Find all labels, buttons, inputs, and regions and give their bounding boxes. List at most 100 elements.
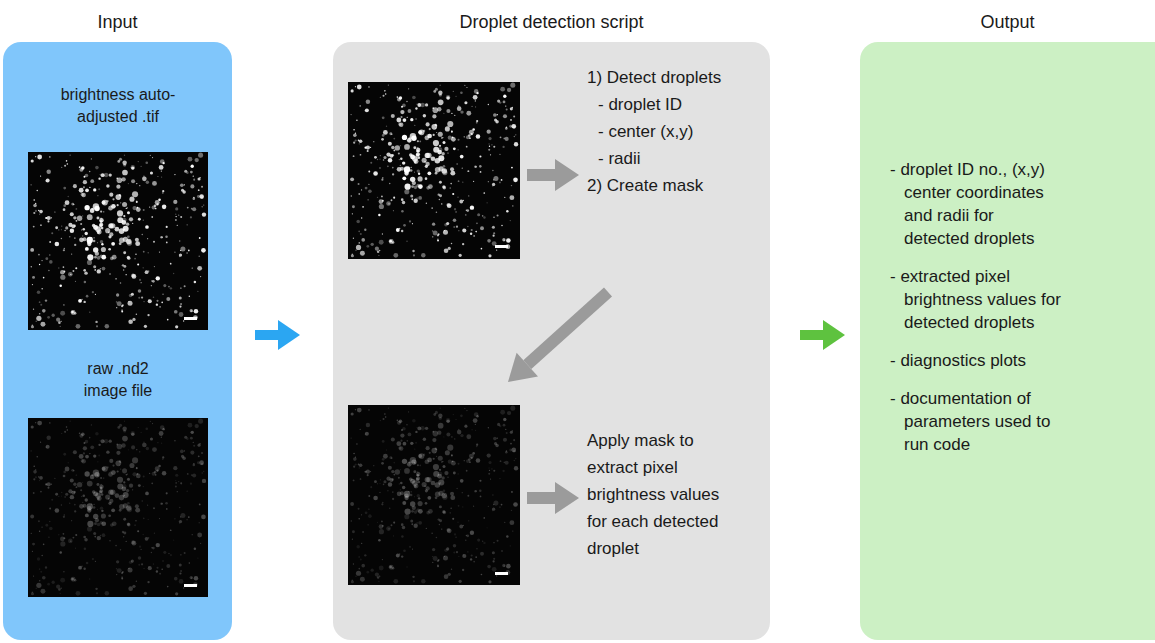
droplet-dot [356, 545, 359, 548]
droplet-dot [381, 503, 383, 505]
droplet-dot [439, 505, 442, 508]
droplet-dot [403, 224, 406, 227]
droplet-dot [131, 445, 135, 449]
droplet-dot [391, 437, 395, 441]
droplet-dot [406, 566, 407, 567]
droplet-dot [132, 457, 138, 463]
droplet-dot [83, 228, 86, 231]
droplet-dot [40, 322, 45, 327]
droplet-dot [393, 210, 394, 211]
droplet-dot [388, 482, 392, 486]
droplet-dot [488, 467, 489, 468]
droplet-dot [126, 274, 127, 275]
droplet-dot [401, 523, 404, 526]
step-text: Apply mask to extract pixel brightness v… [587, 427, 732, 562]
droplet-dot [153, 296, 155, 298]
droplet-dot [71, 520, 72, 521]
droplet-dot [37, 557, 40, 560]
droplet-dot [401, 535, 404, 538]
text-group: Apply mask to extract pixel brightness v… [587, 427, 732, 562]
droplet-dot [488, 506, 489, 507]
droplet-dot [437, 238, 439, 240]
droplet-dot [194, 309, 199, 314]
droplet-dot [410, 177, 415, 182]
droplet-dot [201, 463, 203, 465]
droplet-dot [63, 187, 66, 190]
droplet-dot [162, 471, 167, 476]
droplet-dot [475, 556, 477, 558]
droplet-dot [464, 460, 465, 461]
droplet-dot [33, 470, 37, 474]
droplet-dot [175, 325, 178, 328]
droplet-dot [451, 137, 456, 142]
droplet-dot [438, 100, 444, 106]
droplet-dot [184, 285, 186, 287]
droplet-dot [497, 438, 498, 439]
droplet-dot [143, 486, 144, 487]
droplet-dot [352, 538, 353, 539]
droplet-dot [425, 177, 428, 180]
droplet-dot [361, 514, 362, 515]
droplet-dot [80, 223, 82, 225]
droplet-dot [385, 93, 387, 95]
droplet-dot [459, 254, 462, 257]
droplet-dot [355, 133, 356, 134]
droplet-dot [433, 140, 439, 146]
droplet-dot [492, 170, 493, 171]
droplet-dot [370, 486, 372, 488]
droplet-dot [167, 586, 169, 588]
droplet-dot [502, 146, 504, 148]
droplet-dot [85, 188, 89, 192]
droplet-dot [33, 492, 35, 494]
droplet-dot [90, 475, 95, 480]
droplet-dot [177, 491, 178, 492]
droplet-dot [63, 249, 65, 251]
droplet-dot [505, 461, 509, 465]
micrograph [348, 82, 520, 259]
droplet-dot [493, 542, 494, 543]
droplet-dot [417, 169, 420, 172]
droplet-dot [201, 515, 206, 520]
droplet-dot [416, 472, 420, 476]
droplet-dot [94, 522, 97, 525]
droplet-dot [191, 577, 193, 579]
droplet-dot [464, 85, 465, 86]
droplet-dot [393, 462, 395, 464]
droplet-dot [370, 162, 372, 164]
droplet-dot [410, 501, 415, 506]
droplet-dot [65, 493, 68, 496]
droplet-dot [58, 496, 59, 497]
droplet-dot [198, 444, 201, 447]
droplet-dot [381, 179, 383, 181]
droplet-dot [411, 523, 413, 525]
droplet-dot [382, 233, 383, 234]
droplet-dot [198, 153, 203, 158]
droplet-dot [180, 554, 181, 555]
droplet-dot [391, 133, 393, 135]
droplet-dot [398, 477, 400, 479]
droplet-dot [489, 146, 490, 147]
droplet-dot [110, 257, 114, 261]
droplet-dot [444, 548, 448, 552]
droplet-dot [418, 184, 423, 189]
droplet-dot [70, 420, 71, 421]
droplet-dot [173, 540, 174, 541]
droplet-dot [488, 254, 491, 257]
droplet-dot [97, 242, 98, 243]
droplet-dot [156, 543, 160, 547]
droplet-dot [383, 159, 385, 161]
droplet-dot [31, 533, 32, 534]
droplet-dot [477, 539, 480, 542]
droplet-dot [128, 319, 133, 324]
droplet-dot [479, 490, 482, 493]
droplet-dot [404, 468, 410, 474]
droplet-dot [464, 408, 465, 409]
droplet-dot [488, 473, 490, 475]
droplet-dot [375, 247, 379, 251]
droplet-dot [412, 480, 418, 486]
droplet-dot [60, 593, 61, 594]
droplet-dot [154, 533, 155, 534]
droplet-dot [47, 316, 50, 319]
droplet-dot [505, 127, 508, 130]
droplet-dot [438, 132, 443, 137]
